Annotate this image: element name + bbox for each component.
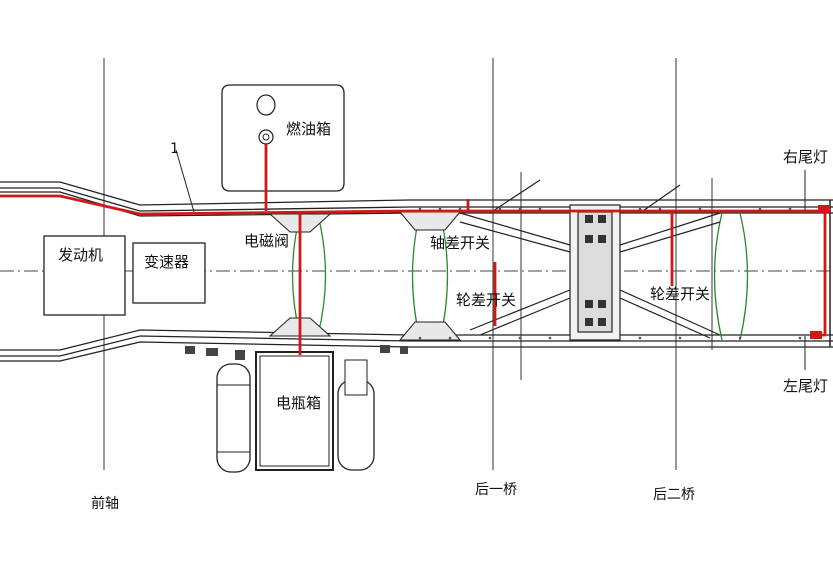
- rear-bogie-structure: [459, 179, 721, 341]
- lower-frame-rail: [0, 329, 833, 362]
- front-axle-label: 前轴: [91, 496, 119, 512]
- left-tail-light-label: 左尾灯: [783, 377, 829, 395]
- right-tail-light-label: 右尾灯: [783, 148, 829, 166]
- engine-block: [43, 235, 126, 316]
- crossmember-plates: [268, 211, 462, 341]
- upper-frame-rail: [0, 181, 833, 217]
- mount-brackets: [185, 345, 408, 360]
- solenoid-valve-label: 电磁阀: [244, 232, 290, 250]
- air-tank-left: [216, 363, 251, 473]
- rear-axle-2-label: 后二桥: [653, 487, 695, 503]
- engine-label: 发动机: [58, 246, 104, 264]
- fuel-tank-label: 燃油箱: [286, 120, 332, 138]
- right-tail-light: [818, 205, 830, 213]
- gearbox-block: [132, 242, 206, 304]
- wheel-diff-switch-right-label: 轮差开关: [650, 285, 711, 303]
- battery-box: [255, 351, 334, 471]
- left-tail-light: [810, 331, 822, 339]
- gearbox-label: 变速器: [144, 253, 190, 271]
- bogie-bolts: [585, 215, 606, 326]
- part-number-label: 1: [170, 141, 179, 157]
- wheel-diff-switch-left-label: 轮差开关: [456, 291, 517, 309]
- battery-box-label: 电瓶箱: [276, 394, 322, 412]
- air-tank-right: [337, 359, 375, 471]
- fuel-tank: [221, 84, 345, 192]
- part-number-leader: [175, 149, 195, 213]
- rear-axle-1-label: 后一桥: [475, 482, 517, 498]
- crossmembers: [291, 212, 749, 341]
- axle-diff-switch-label: 轴差开关: [430, 234, 491, 252]
